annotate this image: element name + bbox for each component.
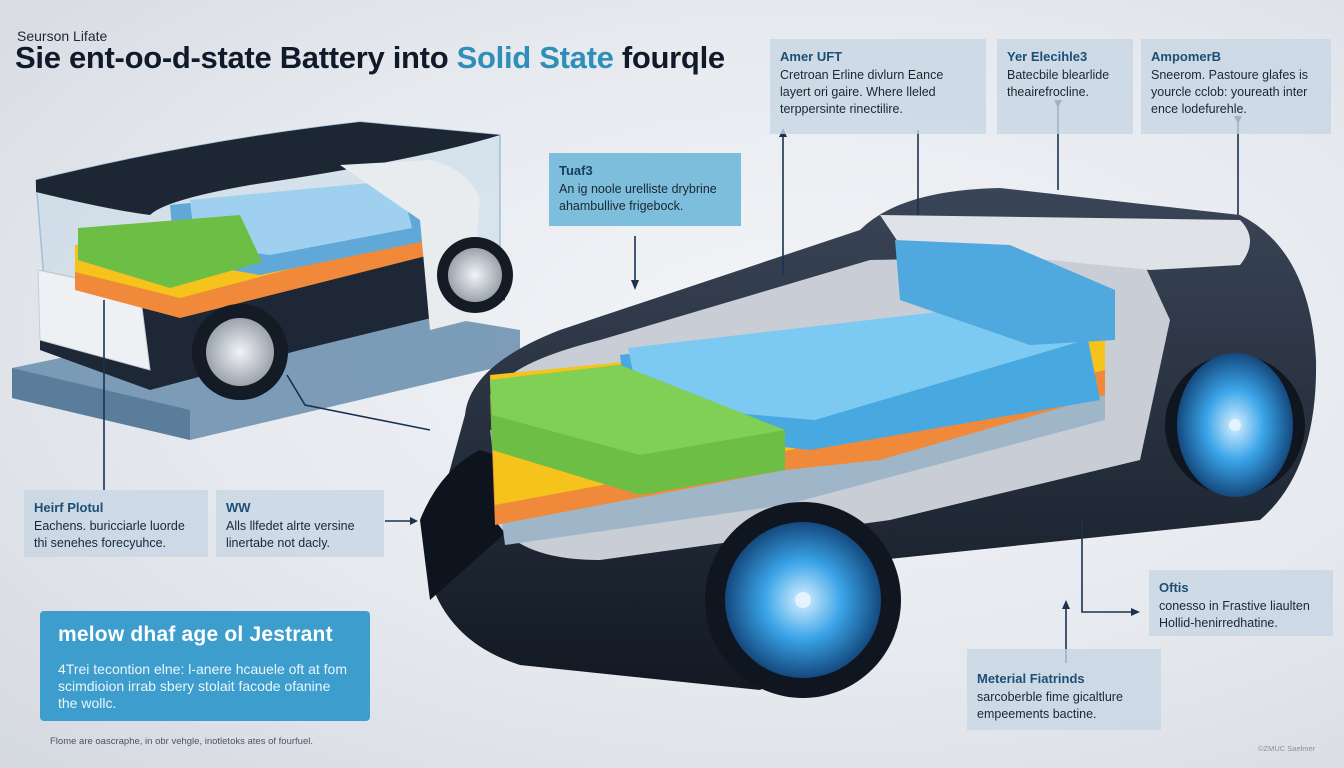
panel-heading: Oftis — [1159, 580, 1189, 595]
page-title: Sie ent-oo-d-state Battery into Solid St… — [15, 40, 725, 76]
summary-callout: melow dhaf age ol Jestrant 4Trei teconti… — [40, 611, 370, 721]
panel-heading: Heirf Plotul — [34, 500, 104, 515]
panel-body: An ig noole urelliste drybrine ahambulli… — [559, 182, 717, 213]
panel-heading: WW — [226, 500, 251, 515]
footnote: Flome are oascraphe, in obr vehgle, inot… — [50, 736, 313, 747]
annotation-panel-meterial: Meterial Fiatrinds sarcoberble fime gica… — [967, 649, 1161, 730]
annotation-panel-heirf-plotul: Heirf Plotul Eachens. buricciarle luorde… — [24, 490, 208, 557]
annotation-panel-yer-electhies: Yer Elecihle3 Batecbile blearlide theair… — [997, 39, 1133, 134]
panel-body: Alls llfedet alrte versine linertabe not… — [226, 519, 355, 550]
annotation-panel-ampomer: AmpomerB Sneerom. Pastoure glafes is you… — [1141, 39, 1331, 134]
panel-heading: AmpomerB — [1151, 49, 1222, 64]
title-highlight: Solid State — [456, 40, 614, 75]
panel-body: Eachens. buricciarle luorde thi senehes … — [34, 519, 185, 550]
panel-heading: Amer UFT — [780, 49, 843, 64]
panel-body: Sneerom. Pastoure glafes is yourcle cclo… — [1151, 68, 1309, 116]
annotation-panel-oftis: Oftis conesso in Frastive liaulten Holli… — [1149, 570, 1333, 636]
title-suffix: fourqle — [613, 40, 725, 75]
callout-body: 4Trei tecontion elne: l-anere hcauele of… — [58, 661, 347, 711]
page-subtitle: Seurson Lifate — [17, 28, 108, 44]
panel-body: Batecbile blearlide theairefrocline. — [1007, 68, 1110, 99]
annotation-panel-amer-uft: Amer UFT Cretroan Erline divlurn Eance l… — [770, 39, 986, 134]
annotation-panel-ww: WW Alls llfedet alrte versine linertabe … — [216, 490, 384, 557]
panel-heading: Tuaf3 — [559, 163, 593, 178]
callout-heading: melow dhaf age ol Jestrant — [58, 623, 333, 646]
title-prefix: Sie ent-oo-d-state Battery into — [15, 40, 457, 75]
annotation-panel-tuaf3: Tuaf3 An ig noole urelliste drybrine aha… — [549, 153, 741, 226]
panel-heading: Yer Elecihle3 — [1007, 49, 1088, 64]
image-credit: ©ZMUC Saelmer — [1258, 744, 1316, 753]
panel-heading: Meterial Fiatrinds — [977, 671, 1085, 686]
panel-body: sarcoberble fime gicaltlure empeements b… — [977, 690, 1123, 721]
panel-body: conesso in Frastive liaulten Hollid-heni… — [1159, 599, 1310, 630]
panel-body: Cretroan Erline divlurn Eance layert ori… — [780, 68, 944, 116]
